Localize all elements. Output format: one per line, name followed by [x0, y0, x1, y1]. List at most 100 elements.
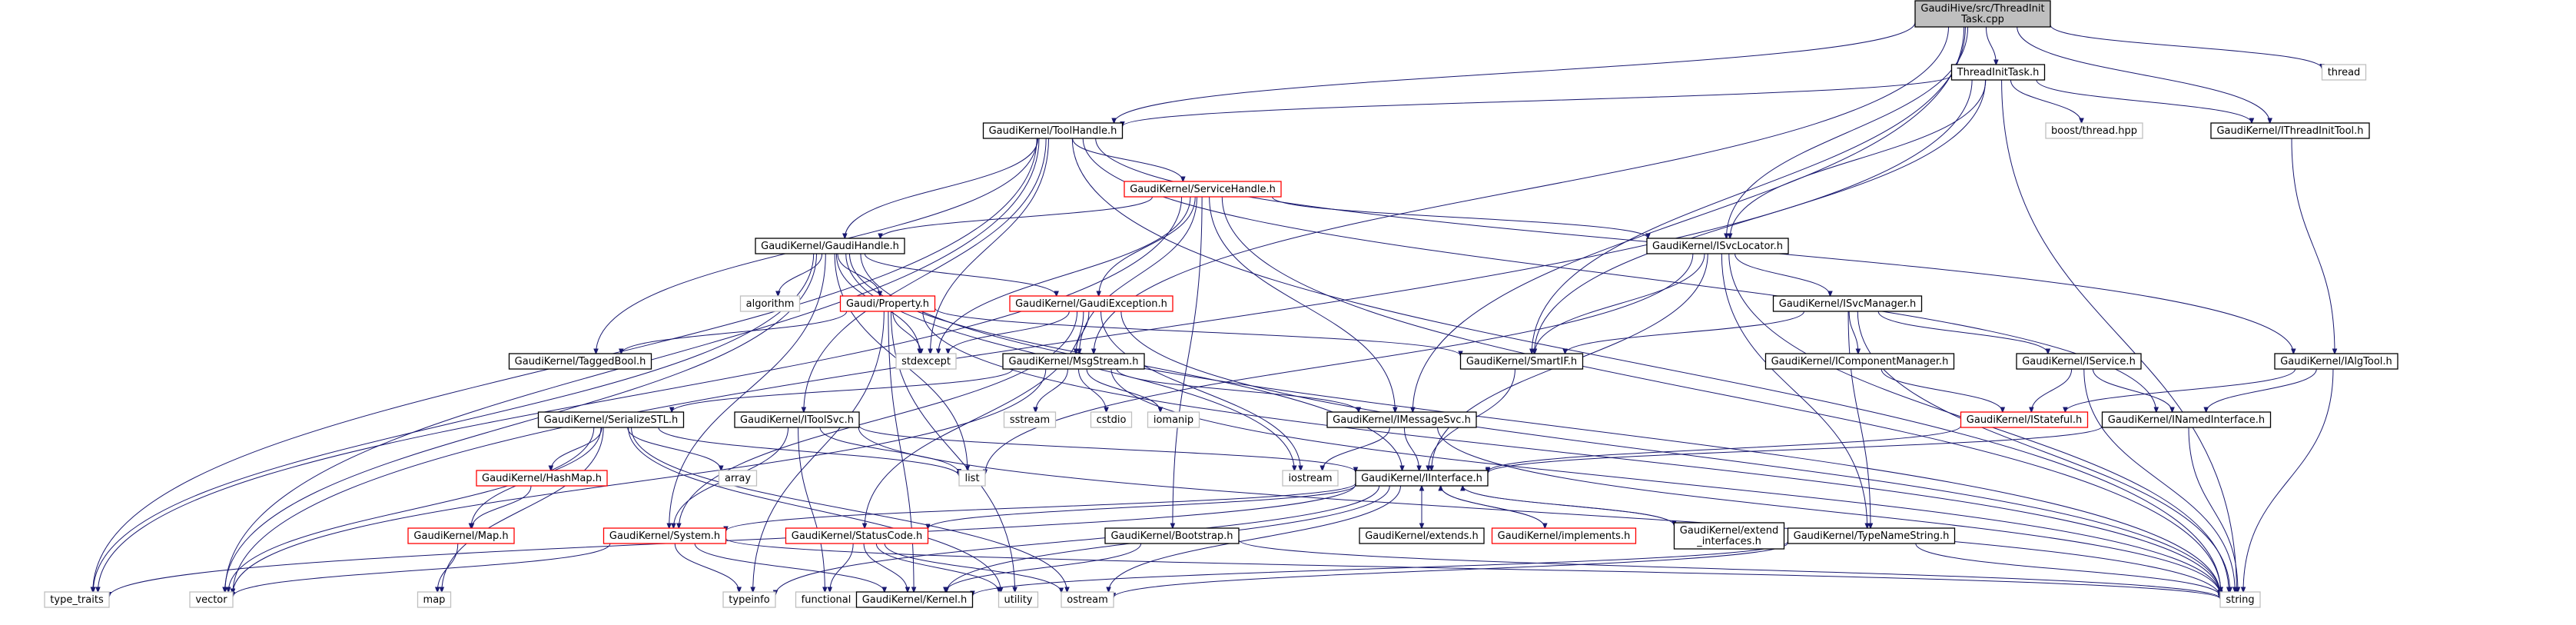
node-root[interactable]: GaudiHive/src/ThreadInitTask.cpp [1914, 0, 2051, 28]
node-cstdio: cstdio [1090, 411, 1133, 428]
node-box [1147, 411, 1200, 428]
node-hashmap-h[interactable]: GaudiKernel/HashMap.h [476, 470, 608, 487]
edge-servicehandle-h-to-msgstream-h [1080, 196, 1197, 354]
node-label: GaudiKernel/SerializeSTL.h [544, 414, 678, 426]
edge-serializestl-h-to-vector [228, 427, 595, 592]
node-kernel-h[interactable]: GaudiKernel/Kernel.h [855, 591, 974, 608]
edge-ithreadinittool-h-to-ialgtool-h [2291, 138, 2335, 354]
node-label: thread [2328, 67, 2361, 78]
edge-hashmap-h-to-map-h [472, 485, 532, 528]
node-boost-thread: boost/thread.hpp [2045, 122, 2143, 139]
node-label: typeinfo [729, 594, 769, 606]
node-map-h[interactable]: GaudiKernel/Map.h [407, 527, 515, 544]
node-inamedinterface-h[interactable]: GaudiKernel/INamedInterface.h [2101, 411, 2272, 428]
node-box [2219, 591, 2261, 608]
node-system-h[interactable]: GaudiKernel/System.h [603, 527, 727, 544]
node-istateful-h[interactable]: GaudiKernel/IStateful.h [1960, 411, 2089, 428]
node-label: GaudiKernel/IStateful.h [1967, 414, 2082, 426]
edge-msgstream-h-to-vector [233, 368, 1047, 593]
node-label: GaudiKernel/IToolSvc.h [740, 414, 854, 426]
node-ithreadinittool-h[interactable]: GaudiKernel/IThreadInitTool.h [2210, 122, 2370, 139]
node-taggedbool-h[interactable]: GaudiKernel/TaggedBool.h [508, 353, 652, 370]
node-box [476, 470, 608, 487]
node-serializestl-h[interactable]: GaudiKernel/SerializeSTL.h [537, 411, 685, 428]
node-iomanip: iomanip [1147, 411, 1200, 428]
node-box [1764, 353, 1955, 370]
node-label: GaudiKernel/Kernel.h [862, 594, 968, 606]
node-toolhandle-h[interactable]: GaudiKernel/ToolHandle.h [982, 122, 1124, 139]
node-label: GaudiKernel/IComponentManager.h [1771, 356, 1949, 367]
node-label: array [725, 473, 751, 484]
edge-gaudihandle-h-to-system-h [669, 253, 826, 528]
edge-typenamestring-h-to-ostream [1114, 542, 1788, 597]
node-property-h[interactable]: Gaudi/Property.h [839, 295, 936, 312]
node-label: GaudiKernel/Bootstrap.h [1110, 530, 1233, 542]
node-imessagesvc-h[interactable]: GaudiKernel/IMessageSvc.h [1326, 411, 1477, 428]
edge-threadinittask-h-to-boost-thread [2010, 79, 2081, 123]
node-ialgtool-h[interactable]: GaudiKernel/IAlgTool.h [2274, 353, 2398, 370]
node-isvclocator-h[interactable]: GaudiKernel/ISvcLocator.h [1646, 238, 1789, 254]
node-label: _interfaces.h [1696, 536, 1761, 547]
node-box [785, 527, 929, 544]
edge-property-h-to-typeinfo [753, 311, 885, 592]
node-implements-h[interactable]: GaudiKernel/implements.h [1491, 527, 1637, 544]
node-smartif-h[interactable]: GaudiKernel/SmartIF.h [1459, 353, 1584, 370]
edge-implements-h-to-iinterface-h [1441, 486, 1545, 529]
node-isvcmanager-h[interactable]: GaudiKernel/ISvcManager.h [1772, 295, 1923, 312]
node-threadinittask-h[interactable]: ThreadInitTask.h [1950, 64, 2046, 81]
node-box [44, 591, 110, 608]
node-gaudiexception-h[interactable]: GaudiKernel/GaudiException.h [1009, 295, 1173, 312]
node-statuscode-h[interactable]: GaudiKernel/StatusCode.h [785, 527, 929, 544]
node-servicehandle-h[interactable]: GaudiKernel/ServiceHandle.h [1124, 181, 1282, 198]
edge-statuscode-h-to-ostream [884, 543, 1061, 593]
node-iservice-h[interactable]: GaudiKernel/IService.h [2016, 353, 2142, 370]
node-gaudihandle-h[interactable]: GaudiKernel/GaudiHandle.h [755, 238, 905, 254]
edge-ialgtool-h-to-inamedinterface-h [2206, 368, 2317, 412]
node-msgstream-h[interactable]: GaudiKernel/MsgStream.h [1002, 353, 1145, 370]
node-functional: functional [795, 591, 858, 608]
edge-system-h-to-string [725, 537, 2221, 599]
node-bootstrap-h[interactable]: GaudiKernel/Bootstrap.h [1104, 527, 1240, 544]
edge-gaudihandle-h-to-vector [225, 253, 817, 592]
edge-root-to-ithreadinittool-h [2017, 26, 2270, 123]
edge-servicehandle-h-to-string [1221, 196, 2220, 592]
node-label: utility [1004, 594, 1033, 606]
node-extend-interfaces-h[interactable]: GaudiKernel/extend_interfaces.h [1673, 522, 1785, 550]
node-box [718, 470, 758, 487]
edge-isvclocator-h-to-isvcmanager-h [1734, 253, 1831, 296]
node-icomponentmanager-h[interactable]: GaudiKernel/IComponentManager.h [1764, 353, 1955, 370]
edge-gaudihandle-h-to-algorithm [778, 253, 823, 296]
node-box [2045, 122, 2143, 139]
edge-threadinittask-h-to-vector [233, 79, 1973, 593]
edge-gaudihandle-h-to-string [860, 253, 2220, 594]
edge-isvcmanager-h-to-iservice-h [1877, 311, 2048, 354]
node-typenamestring-h[interactable]: GaudiKernel/TypeNameString.h [1787, 527, 1956, 544]
edge-iinterface-h-to-statuscode-h [928, 484, 1356, 529]
node-box [407, 527, 515, 544]
node-extends-h[interactable]: GaudiKernel/extends.h [1359, 527, 1485, 544]
node-label: GaudiKernel/IService.h [2022, 356, 2136, 367]
edge-root-to-thread [2050, 25, 2322, 68]
edge-isvclocator-h-to-typenamestring-h [1721, 253, 1867, 528]
edge-root-to-smartif-h [1532, 26, 1966, 354]
edge-msgstream-h-to-sstream [1036, 368, 1068, 412]
node-type-traits: type_traits [44, 591, 110, 608]
edge-gaudihandle-h-to-type-traits [93, 253, 815, 592]
node-label: sstream [1010, 414, 1050, 426]
edge-servicehandle-h-to-isvclocator-h [1272, 196, 1648, 238]
edge-property-h-to-taggedbool-h [621, 311, 848, 354]
edge-msgstream-h-to-cstdio [1077, 368, 1106, 412]
edge-iinterface-h-to-typeinfo [775, 485, 1380, 595]
edge-threadinittask-h-to-isvclocator-h [1730, 79, 1987, 238]
node-itoolsvc-h[interactable]: GaudiKernel/IToolSvc.h [734, 411, 860, 428]
edge-isvclocator-h-to-smartif-h [1535, 253, 1705, 354]
edge-gaudiexception-h-to-iostream [1100, 311, 1301, 470]
node-box [1914, 0, 2051, 28]
node-label: Task.cpp [1960, 14, 2004, 25]
node-box [739, 295, 801, 312]
node-iinterface-h[interactable]: GaudiKernel/IInterface.h [1355, 470, 1489, 487]
edge-iservice-h-to-inamedinterface-h [2092, 368, 2172, 412]
edge-isvcmanager-h-to-icomponentmanager-h [1848, 311, 1858, 354]
edge-toolhandle-h-to-itoolsvc-h [804, 138, 1047, 412]
edge-statuscode-h-to-utility [875, 543, 998, 592]
